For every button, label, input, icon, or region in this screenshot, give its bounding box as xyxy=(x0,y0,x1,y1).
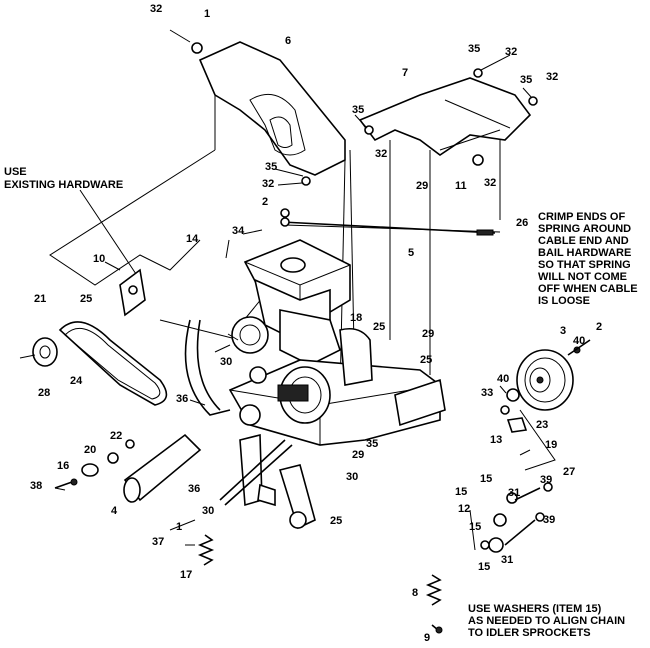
note-crimp-line-5: SO THAT SPRING xyxy=(538,259,631,271)
linkage-arms xyxy=(219,433,316,530)
handle-shaft xyxy=(123,433,202,503)
callout: 20 xyxy=(84,444,96,456)
callout: 8 xyxy=(412,587,418,599)
callout: 18 xyxy=(350,312,362,324)
callout: 15 xyxy=(478,561,490,573)
callout: 39 xyxy=(543,514,555,526)
callout: 32 xyxy=(505,46,517,58)
callout: 35 xyxy=(520,74,532,86)
throttle-cable xyxy=(280,217,496,236)
callout: 31 xyxy=(508,487,520,499)
wheel xyxy=(516,349,574,411)
right-hardware xyxy=(480,339,591,553)
note-washers-line-1: USE WASHERS (ITEM 15) xyxy=(468,603,602,615)
callout: 4 xyxy=(111,505,118,517)
note-crimp-line-3: CABLE END AND xyxy=(538,235,629,247)
callout: 25 xyxy=(373,321,385,333)
pulley xyxy=(19,337,58,367)
small-hardware-left xyxy=(54,439,135,489)
belt-guard-cover xyxy=(198,41,346,176)
callout: 26 xyxy=(516,217,528,229)
callout: 12 xyxy=(458,503,470,515)
note-washers-line-3: TO IDLER SPROCKETS xyxy=(468,627,591,639)
callout: 33 xyxy=(481,387,493,399)
callout: 29 xyxy=(416,180,428,192)
callout: 34 xyxy=(232,225,245,237)
note-crimp-line-8: IS LOOSE xyxy=(538,295,590,307)
clutch-assembly xyxy=(239,366,331,426)
spring-17 xyxy=(197,534,215,566)
callout: 30 xyxy=(220,356,232,368)
callout: 40 xyxy=(497,373,509,385)
callout: 32 xyxy=(262,178,274,190)
callout: 22 xyxy=(110,430,122,442)
callout: 16 xyxy=(57,460,69,472)
callout: 37 xyxy=(152,536,164,548)
callout: 36 xyxy=(176,393,188,405)
callout: 9 xyxy=(424,632,430,644)
drive-belt xyxy=(58,321,168,406)
callout: 25 xyxy=(420,354,432,366)
note-crimp-line-6: WILL NOT COME xyxy=(538,271,627,283)
callout: 40 xyxy=(573,335,585,347)
note-crimp-line-7: OFF WHEN CABLE xyxy=(538,283,638,295)
callout-leaders xyxy=(54,54,533,546)
callout: 15 xyxy=(455,486,467,498)
callout: 39 xyxy=(540,474,552,486)
callout: 14 xyxy=(186,233,199,245)
top-hardware xyxy=(169,29,538,218)
chain-guard-cover xyxy=(358,77,532,156)
callout: 27 xyxy=(563,466,575,478)
callout: 35 xyxy=(265,161,277,173)
engine xyxy=(214,239,351,366)
callout: 13 xyxy=(490,434,502,446)
callout: 1 xyxy=(204,8,210,20)
callout: 24 xyxy=(70,375,83,387)
callout: 32 xyxy=(375,148,387,160)
callout: 11 xyxy=(455,180,467,192)
bracket xyxy=(119,268,146,317)
callout: 5 xyxy=(408,247,414,259)
callout: 15 xyxy=(469,521,481,533)
callout: 10 xyxy=(93,253,105,265)
callout: 25 xyxy=(80,293,92,305)
callout: 29 xyxy=(352,449,364,461)
callout: 32 xyxy=(546,71,558,83)
callout: 15 xyxy=(480,473,492,485)
callout: 36 xyxy=(188,483,200,495)
callout: 28 xyxy=(38,387,50,399)
callout: 2 xyxy=(262,196,268,208)
callout: 29 xyxy=(422,328,434,340)
note-existing-hardware-line-1: USE xyxy=(4,166,27,178)
spring-8 xyxy=(425,574,443,606)
callout: 35 xyxy=(366,438,378,450)
callout: 30 xyxy=(346,471,358,483)
callout: 25 xyxy=(330,515,342,527)
callout: 35 xyxy=(468,43,480,55)
callout: 32 xyxy=(484,177,496,189)
callout: 7 xyxy=(402,67,408,79)
note-crimp-line-4: BAIL HARDWARE xyxy=(538,247,631,259)
callout: 2 xyxy=(596,321,602,333)
callout: 31 xyxy=(501,554,513,566)
note-crimp-line-1: CRIMP ENDS OF xyxy=(538,211,625,223)
callout: 30 xyxy=(202,505,214,517)
callout: 6 xyxy=(285,35,291,47)
bolt-9 xyxy=(431,624,443,634)
note-washers-line-2: AS NEEDED TO ALIGN CHAIN xyxy=(468,615,625,627)
callout: 21 xyxy=(34,293,46,305)
callout: 3 xyxy=(560,325,566,337)
callout: 35 xyxy=(352,104,364,116)
callout: 32 xyxy=(150,3,162,15)
callout: 38 xyxy=(30,480,42,492)
callout: 23 xyxy=(536,419,548,431)
note-crimp-line-2: SPRING AROUND xyxy=(538,223,631,235)
note-existing-hardware-line-2: EXISTING HARDWARE xyxy=(4,179,123,191)
callout: 19 xyxy=(545,439,557,451)
callout: 1 xyxy=(176,521,182,533)
callout: 17 xyxy=(180,569,192,581)
